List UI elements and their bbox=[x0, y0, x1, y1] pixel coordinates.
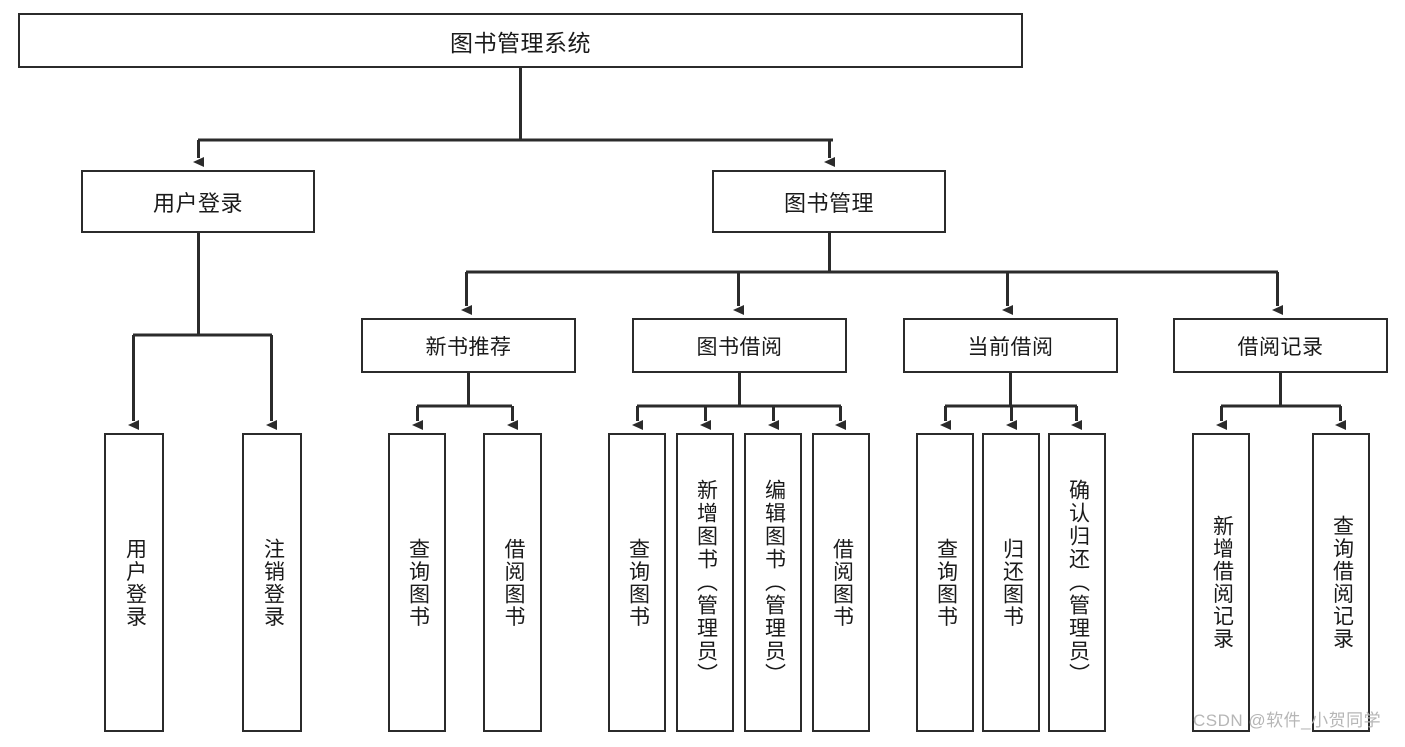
node-leaf-query-book-1[interactable]: 查询图书 bbox=[388, 433, 446, 732]
node-leaf-borrow-book-1[interactable]: 借阅图书 bbox=[483, 433, 542, 732]
node-new-book-recommend[interactable]: 新书推荐 bbox=[361, 318, 576, 373]
node-leaf-query-book-2-label: 查询图书 bbox=[626, 537, 650, 628]
node-book-borrow[interactable]: 图书借阅 bbox=[632, 318, 847, 373]
node-leaf-query-record-label: 查询借阅记录 bbox=[1330, 515, 1354, 650]
node-user-login-label: 用户登录 bbox=[152, 190, 243, 216]
node-book-manage-label: 图书管理 bbox=[783, 190, 874, 216]
node-new-book-recommend-label: 新书推荐 bbox=[425, 335, 512, 359]
node-borrow-record[interactable]: 借阅记录 bbox=[1173, 318, 1388, 373]
node-leaf-user-logout-label: 注销登录 bbox=[261, 537, 285, 628]
node-leaf-borrow-book-2-label: 借阅图书 bbox=[830, 537, 854, 628]
node-leaf-query-record[interactable]: 查询借阅记录 bbox=[1312, 433, 1370, 732]
node-leaf-add-record[interactable]: 新增借阅记录 bbox=[1192, 433, 1250, 732]
node-leaf-return-book-label: 归还图书 bbox=[1000, 537, 1024, 628]
node-current-borrow[interactable]: 当前借阅 bbox=[903, 318, 1118, 373]
node-current-borrow-label: 当前借阅 bbox=[967, 335, 1054, 359]
csdn-watermark: CSDN @软件_小贺同学 bbox=[1193, 711, 1382, 730]
node-leaf-query-book-3[interactable]: 查询图书 bbox=[916, 433, 974, 732]
node-root-label: 图书管理系统 bbox=[450, 29, 591, 56]
node-leaf-user-login-label: 用户登录 bbox=[123, 537, 147, 628]
node-leaf-query-book-1-label: 查询图书 bbox=[406, 537, 430, 628]
node-borrow-record-label: 借阅记录 bbox=[1237, 335, 1324, 359]
node-leaf-edit-book[interactable]: 编辑图书（管理员） bbox=[744, 433, 802, 732]
node-root[interactable]: 图书管理系统 bbox=[18, 13, 1023, 68]
node-book-borrow-label: 图书借阅 bbox=[696, 335, 783, 359]
node-leaf-add-record-label: 新增借阅记录 bbox=[1210, 515, 1234, 650]
node-leaf-user-login[interactable]: 用户登录 bbox=[104, 433, 164, 732]
node-leaf-query-book-3-label: 查询图书 bbox=[934, 537, 958, 628]
node-leaf-confirm-return-label: 确认归还（管理员） bbox=[1066, 479, 1090, 686]
node-leaf-edit-book-label: 编辑图书（管理员） bbox=[762, 479, 786, 686]
node-book-manage[interactable]: 图书管理 bbox=[712, 170, 946, 233]
node-leaf-add-book-label: 新增图书（管理员） bbox=[694, 479, 718, 686]
node-user-login[interactable]: 用户登录 bbox=[81, 170, 315, 233]
node-leaf-confirm-return[interactable]: 确认归还（管理员） bbox=[1048, 433, 1106, 732]
node-leaf-return-book[interactable]: 归还图书 bbox=[982, 433, 1040, 732]
node-leaf-user-logout[interactable]: 注销登录 bbox=[242, 433, 302, 732]
node-leaf-add-book[interactable]: 新增图书（管理员） bbox=[676, 433, 734, 732]
node-leaf-borrow-book-2[interactable]: 借阅图书 bbox=[812, 433, 870, 732]
node-leaf-borrow-book-1-label: 借阅图书 bbox=[501, 537, 525, 628]
node-leaf-query-book-2[interactable]: 查询图书 bbox=[608, 433, 666, 732]
